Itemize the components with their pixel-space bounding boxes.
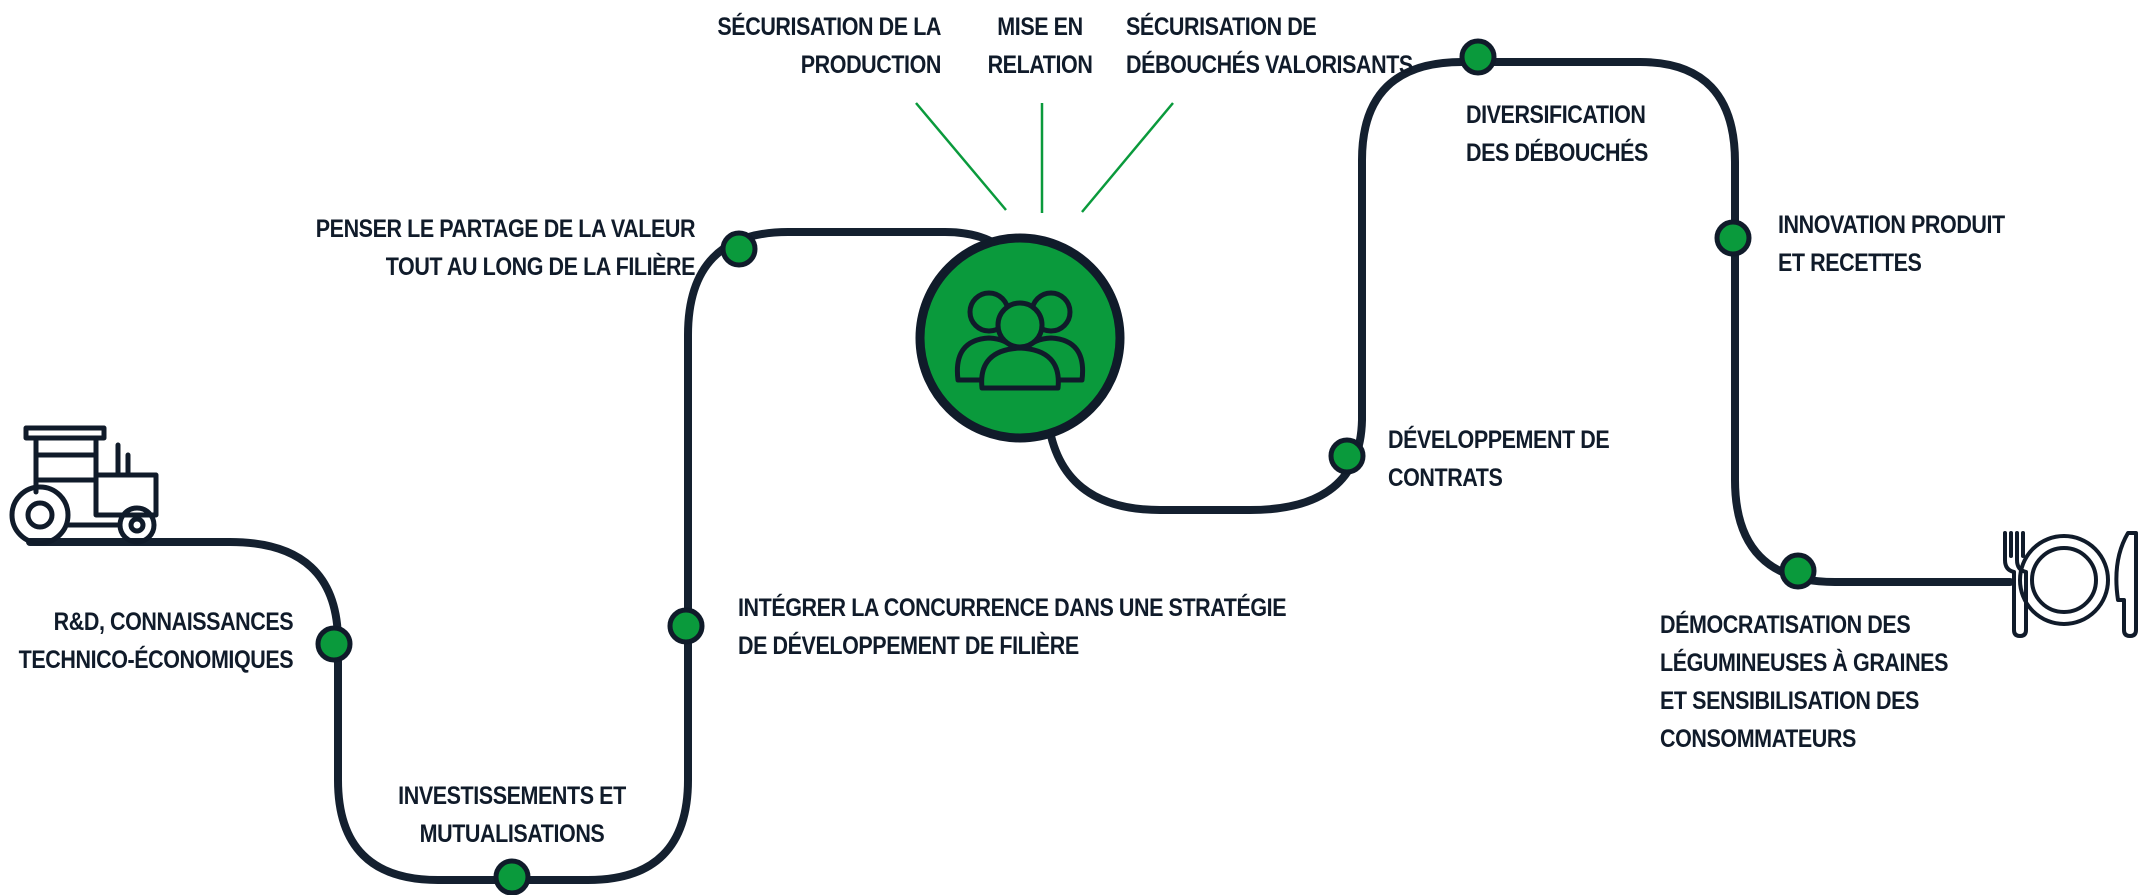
step-node xyxy=(315,625,353,663)
step-node xyxy=(1328,437,1366,475)
hub-rays xyxy=(915,102,1174,213)
plate-cutlery-icon xyxy=(2003,531,2138,638)
step-label-innovation: Innovation produit et recettes xyxy=(1778,211,2005,277)
hub-label-production: Sécurisation de la production xyxy=(717,13,941,79)
group-people-icon xyxy=(954,290,1086,391)
step-label-concurrence: Intégrer la concurrence dans une stratég… xyxy=(738,594,1287,660)
step-label-investissements: Investissements et mutualisations xyxy=(398,782,626,848)
hub-ray-right xyxy=(1081,102,1174,213)
hub-label-mise-en-relation: Mise en relation xyxy=(987,13,1093,79)
step-node xyxy=(1779,552,1817,590)
step-nodes xyxy=(315,38,1817,895)
step-label-diversification: Diversification des débouchés xyxy=(1466,101,1648,167)
step-label-contrats: Développement de contrats xyxy=(1388,426,1610,492)
step-node xyxy=(720,230,758,268)
step-node xyxy=(1459,38,1497,76)
step-node xyxy=(493,858,531,895)
value-chain-path xyxy=(26,58,2014,884)
step-node xyxy=(1714,219,1752,257)
hub-ray-left xyxy=(915,102,1007,211)
step-label-rd: R&D, connaissances technico-économiques xyxy=(18,608,294,674)
step-label-democratisation: Démocratisation des légumineuses à grain… xyxy=(1660,611,1948,753)
hub-label-debouches: Sécurisation de débouchés valorisants xyxy=(1126,13,1413,79)
step-label-partage-valeur: Penser le partage de la valeur tout au l… xyxy=(315,215,696,281)
step-node xyxy=(667,607,705,645)
tractor-icon xyxy=(9,425,159,546)
hub-node xyxy=(915,233,1125,443)
